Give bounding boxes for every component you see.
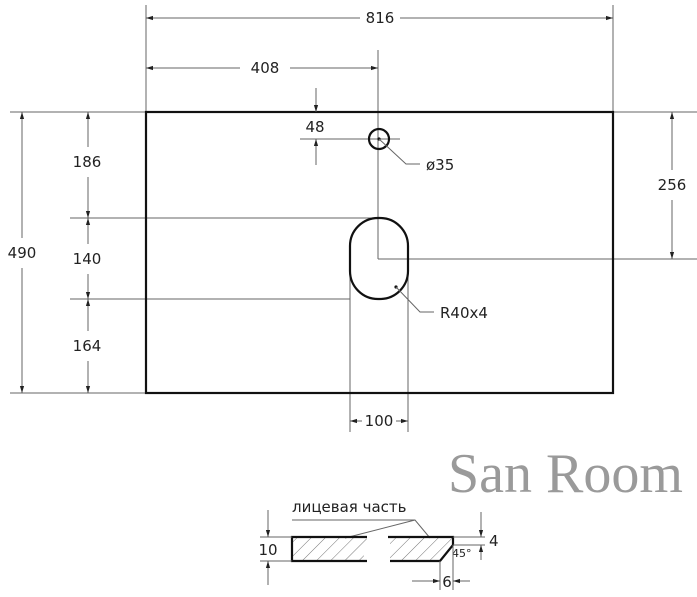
sink-cutout: [348, 216, 410, 301]
dim-bottom-segment: 164: [73, 337, 102, 355]
dim-chamfer-width: 6: [442, 573, 452, 591]
dim-chamfer-angle: 45°: [452, 547, 472, 560]
dimension-lines: [19, 15, 675, 424]
dim-faucet-diameter: ø35: [426, 156, 454, 174]
dim-sink-width: 100: [365, 412, 394, 430]
dim-sink-length: 140: [73, 250, 102, 268]
dim-thickness: 10: [258, 541, 277, 559]
dim-half-width: 408: [251, 59, 280, 77]
countertop-outline: [144, 110, 615, 395]
dim-chamfer-height: 4: [489, 532, 499, 550]
edge-profile: лицевая часть 10 4 45° 6: [258, 498, 498, 591]
dim-corner-radius: R40x4: [440, 304, 488, 322]
dim-overall-depth: 490: [8, 244, 37, 262]
dim-overall-width: 816: [366, 9, 395, 27]
dim-faucet-offset: 48: [305, 118, 324, 136]
watermark-logo: San Room: [448, 443, 683, 505]
face-label: лицевая часть: [292, 498, 406, 516]
faucet-hole: [367, 127, 391, 151]
dim-top-segment: 186: [73, 153, 102, 171]
dim-sink-center: 256: [658, 176, 687, 194]
extension-lines: [10, 5, 697, 432]
